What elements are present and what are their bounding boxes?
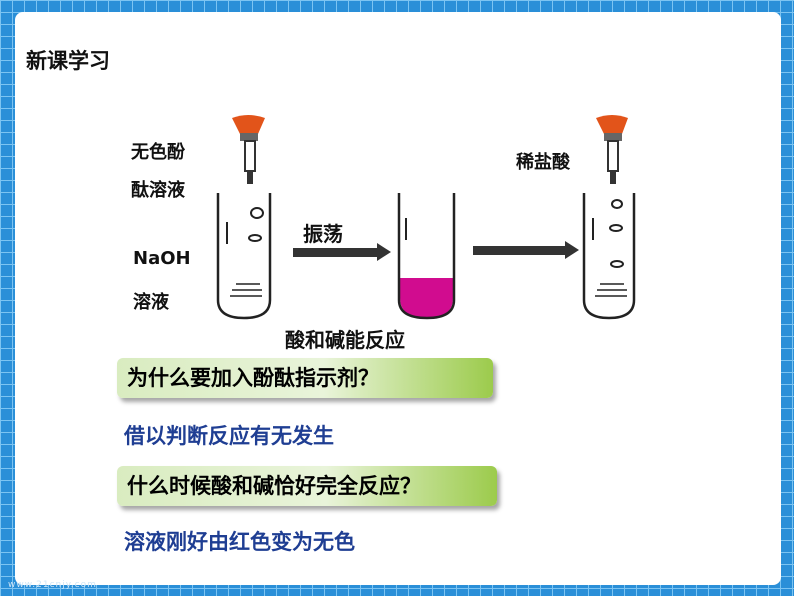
dropper-icon-2: [596, 115, 628, 184]
arrow-1: [293, 243, 391, 261]
watermark: www.21cnjy.com: [8, 580, 97, 590]
answer-text-1: 借以判断反应有无发生: [124, 424, 334, 448]
arrow-2: [473, 241, 579, 259]
test-tube-naoh: [216, 193, 272, 320]
question-banner-1: 为什么要加入酚酞指示剂？: [117, 358, 493, 398]
indicator-label-2: 酞溶液: [131, 180, 185, 201]
test-tube-pink: [397, 193, 456, 320]
dropper-icon: [232, 115, 265, 184]
test-tube-acid: [582, 193, 636, 320]
action-label: 振荡: [303, 222, 343, 246]
acid-label: 稀盐酸: [516, 152, 570, 173]
base-label-2: 溶液: [133, 292, 169, 313]
page-title: 新课学习: [26, 49, 110, 73]
reaction-label: 酸和碱能反应: [285, 328, 405, 352]
answer-text-2: 溶液刚好由红色变为无色: [124, 530, 355, 554]
indicator-label-1: 无色酚: [131, 142, 185, 163]
base-label-1: NaOH: [133, 248, 191, 269]
question-banner-2: 什么时候酸和碱恰好完全反应？: [117, 466, 497, 506]
